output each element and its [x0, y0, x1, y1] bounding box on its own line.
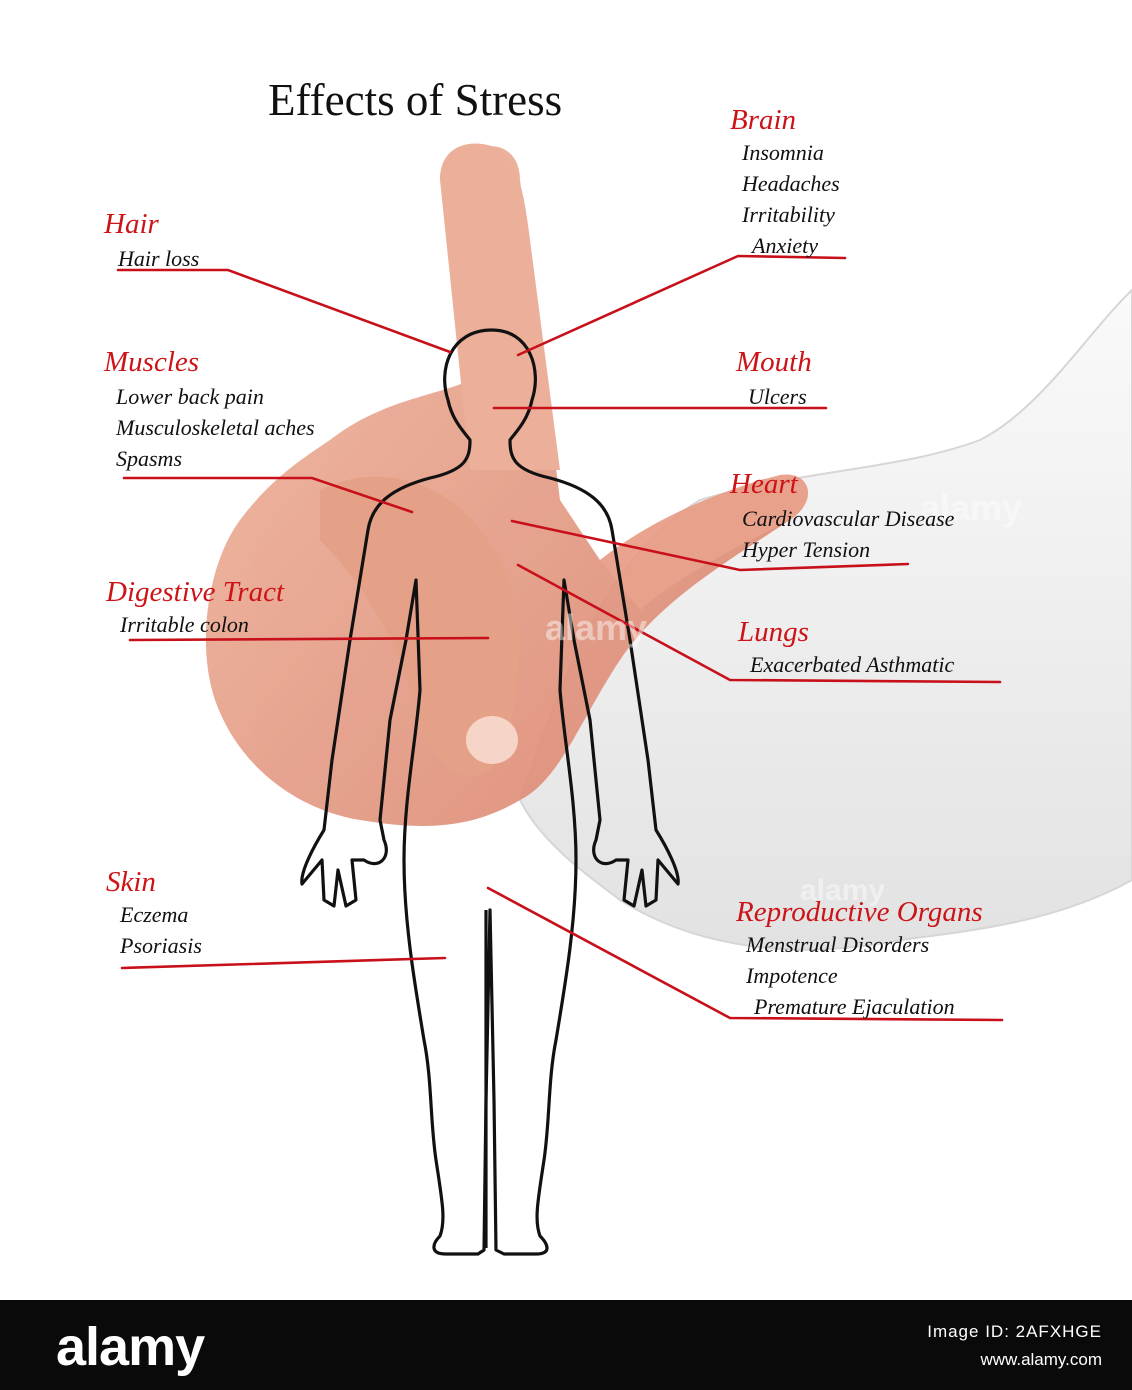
heading-muscles: Muscles [104, 346, 199, 379]
item-spasms: Spasms [116, 446, 182, 472]
heading-heart: Heart [730, 468, 798, 501]
item-premature-ejaculation: Premature Ejaculation [754, 994, 955, 1020]
item-musculoskeletal-aches: Musculoskeletal aches [116, 415, 315, 441]
item-lower-back-pain: Lower back pain [116, 384, 264, 410]
image-id: Image ID: 2AFXHGE [927, 1322, 1102, 1342]
heading-lungs: Lungs [738, 616, 809, 649]
item-irritable-colon: Irritable colon [120, 612, 249, 638]
item-eczema: Eczema [120, 902, 188, 928]
heading-hair: Hair [104, 208, 159, 241]
heading-digestive-tract: Digestive Tract [106, 576, 284, 609]
item-psoriasis: Psoriasis [120, 933, 202, 959]
item-hyper-tension: Hyper Tension [742, 537, 870, 563]
item-anxiety: Anxiety [752, 233, 818, 259]
item-exacerbated-asthmatic: Exacerbated Asthmatic [750, 652, 954, 678]
alamy-logo: alamy [56, 1316, 204, 1378]
heading-skin: Skin [106, 866, 156, 899]
heading-reproductive-organs: Reproductive Organs [736, 896, 983, 929]
footer-url: www.alamy.com [980, 1350, 1102, 1370]
svg-text:alamy: alamy [545, 607, 647, 648]
leader-brain [518, 256, 845, 355]
item-impotence: Impotence [746, 963, 838, 989]
stress-diagram: alamy alamy alamy Effects of Stress Hair… [0, 0, 1132, 1300]
item-insomnia: Insomnia [742, 140, 824, 166]
leader-skin [122, 958, 445, 968]
watermark-footer: alamy Image ID: 2AFXHGE www.alamy.com [0, 1300, 1132, 1390]
item-cardiovascular-disease: Cardiovascular Disease [742, 506, 954, 532]
item-menstrual-disorders: Menstrual Disorders [746, 932, 929, 958]
item-ulcers: Ulcers [748, 384, 807, 410]
item-headaches: Headaches [742, 171, 840, 197]
fingernail [466, 716, 518, 764]
heading-brain: Brain [730, 104, 796, 137]
page-title: Effects of Stress [268, 74, 562, 126]
illustration: alamy alamy alamy [0, 0, 1132, 1300]
item-irritability: Irritability [742, 202, 835, 228]
item-hair-loss: Hair loss [118, 246, 199, 272]
heading-mouth: Mouth [736, 346, 812, 379]
leader-hair [118, 270, 450, 352]
